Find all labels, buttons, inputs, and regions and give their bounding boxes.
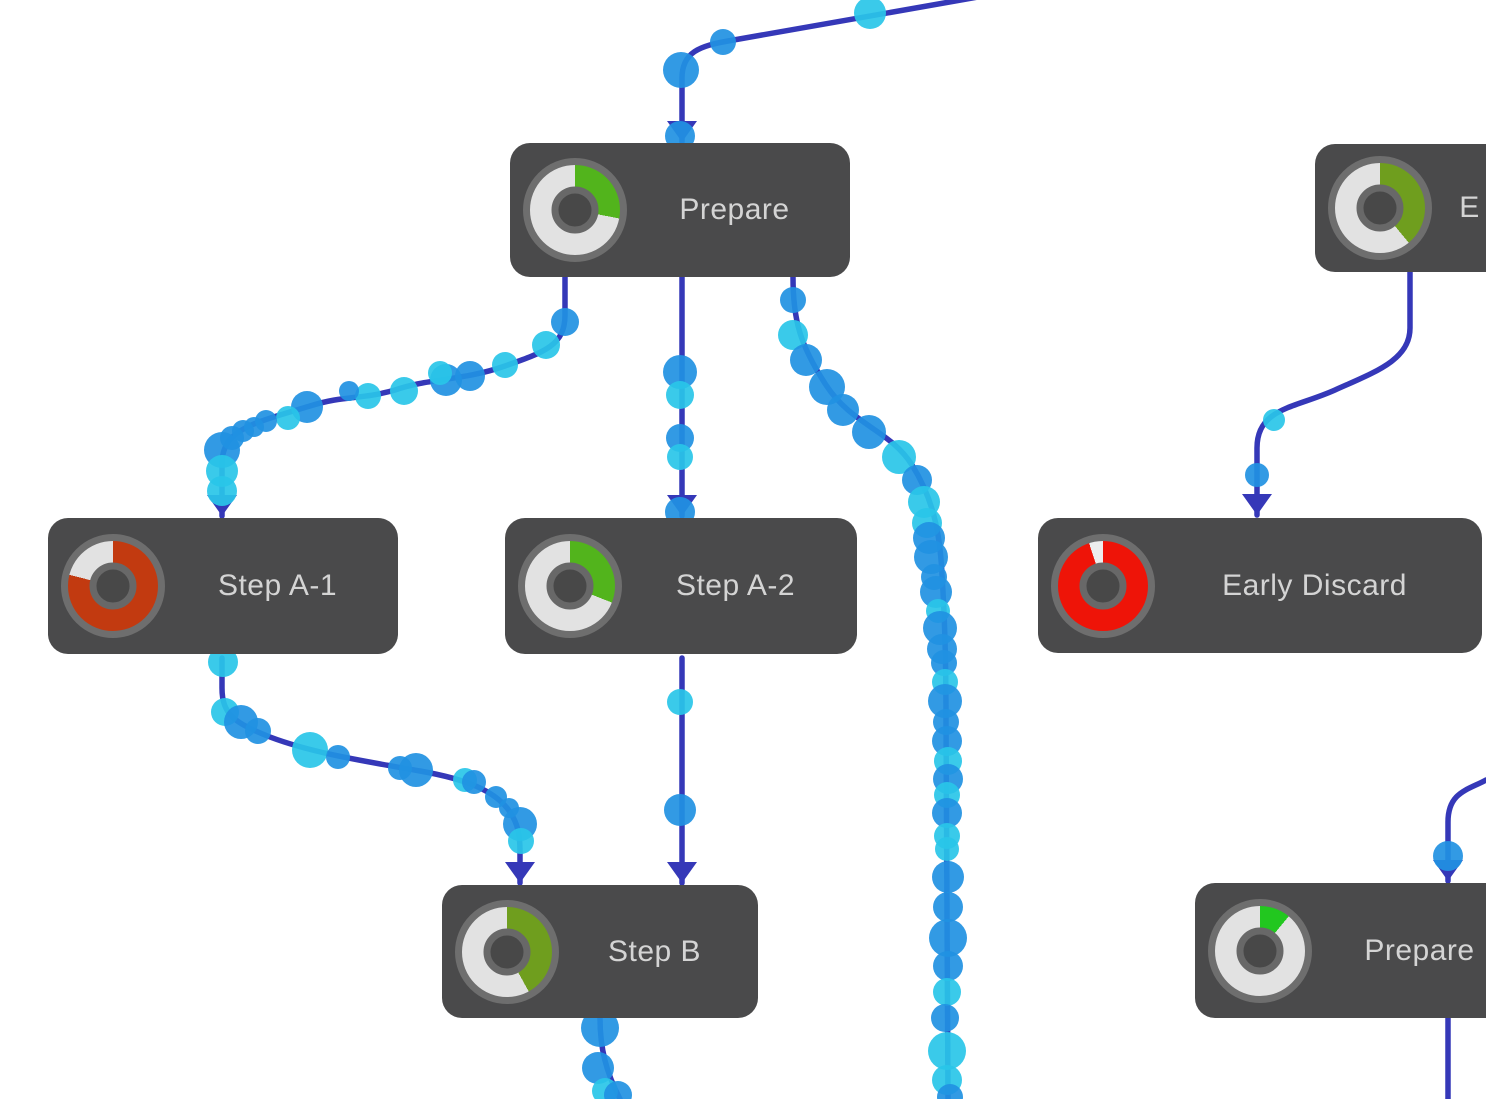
flow-particle [928, 1032, 966, 1070]
flow-edge-in-prepare-bottom [1445, 777, 1486, 884]
flow-particle [854, 0, 886, 29]
donut-hole [546, 562, 594, 610]
flow-particle [931, 650, 957, 676]
flow-particle [666, 381, 694, 409]
flow-node-prepare-top[interactable]: Prepare [510, 143, 850, 277]
progress-donut-icon [1051, 533, 1155, 638]
progress-donut-icon [1208, 898, 1312, 1003]
flow-particle [933, 978, 961, 1006]
flow-particle [852, 415, 886, 449]
progress-donut-icon [1328, 156, 1432, 260]
flow-particle [428, 361, 452, 385]
flow-particle [326, 745, 350, 769]
donut-hole [1079, 562, 1127, 609]
flow-particle [399, 753, 433, 787]
flow-particle [462, 770, 486, 794]
flow-node-step-a1[interactable]: Step A-1 [48, 518, 398, 654]
donut-hole [483, 928, 531, 975]
flow-particle [928, 684, 962, 718]
flow-particle [663, 52, 699, 88]
flow-particle [245, 718, 271, 744]
flow-particle [1245, 463, 1269, 487]
flow-particle [663, 355, 697, 389]
flow-particle [827, 394, 859, 426]
flow-particle [932, 798, 962, 828]
flow-node-branch-e[interactable]: E [1315, 144, 1486, 272]
flow-particle [492, 352, 518, 378]
edge-arrowhead-icon [1242, 494, 1272, 515]
donut-hole [551, 186, 599, 234]
flow-particle [582, 1052, 614, 1084]
progress-donut-icon [523, 158, 627, 262]
flow-particle [667, 689, 693, 715]
node-label: Prepare [679, 193, 790, 226]
flow-node-step-b[interactable]: Step B [442, 885, 758, 1018]
flow-node-early-discard[interactable]: Early Discard [1038, 518, 1482, 653]
flow-particle [551, 308, 579, 336]
node-label: Early Discard [1222, 568, 1407, 602]
progress-donut-icon [455, 899, 559, 1004]
flow-particle [933, 951, 963, 981]
flow-particle [931, 1004, 959, 1032]
donut-hole [1356, 184, 1404, 232]
node-label: Step A-2 [675, 569, 796, 602]
flow-particle [667, 444, 693, 470]
flow-particle [1433, 841, 1463, 871]
node-label: E [1459, 191, 1480, 224]
edge-arrowhead-icon [667, 862, 697, 883]
node-label: Step A-1 [217, 569, 338, 602]
flow-particle [666, 424, 694, 452]
flow-particle [929, 919, 967, 957]
node-label: Step B [607, 934, 702, 968]
flow-edge-e-to-early-discard [1254, 269, 1413, 518]
edge-arrowhead-icon [505, 862, 535, 883]
flow-particle [778, 320, 808, 350]
flow-particle [455, 361, 485, 391]
flow-particle [780, 287, 806, 313]
flow-particle [208, 647, 238, 677]
flow-particle [932, 726, 962, 756]
flow-particle [710, 29, 736, 55]
progress-donut-icon [61, 534, 165, 638]
donut-hole [89, 562, 137, 610]
flow-particle [604, 1081, 632, 1099]
flow-particle [920, 576, 952, 608]
flow-particle [532, 331, 560, 359]
flow-particle [937, 1084, 963, 1099]
progress-donut-icon [518, 534, 622, 638]
donut-hole [1236, 927, 1284, 974]
node-label: Prepare [1364, 933, 1475, 967]
flow-edge-in-prepare-top [679, 0, 977, 145]
flow-particle [292, 732, 328, 768]
flow-particle [933, 892, 963, 922]
flow-particle [355, 383, 381, 409]
flow-particle [790, 344, 822, 376]
flow-node-prepare-bottom[interactable]: Prepare [1195, 883, 1486, 1018]
flow-particle [882, 440, 916, 474]
flow-particle [1263, 409, 1285, 431]
flow-particle [508, 828, 534, 854]
flow-particle [581, 1009, 619, 1047]
flow-particle [207, 476, 237, 506]
flow-particle [932, 861, 964, 893]
flow-particle [664, 794, 696, 826]
flow-particle [935, 837, 959, 861]
flow-particle [390, 377, 418, 405]
flow-particle [276, 406, 300, 430]
flow-particle [339, 381, 359, 401]
flow-node-step-a2[interactable]: Step A-2 [505, 518, 857, 654]
